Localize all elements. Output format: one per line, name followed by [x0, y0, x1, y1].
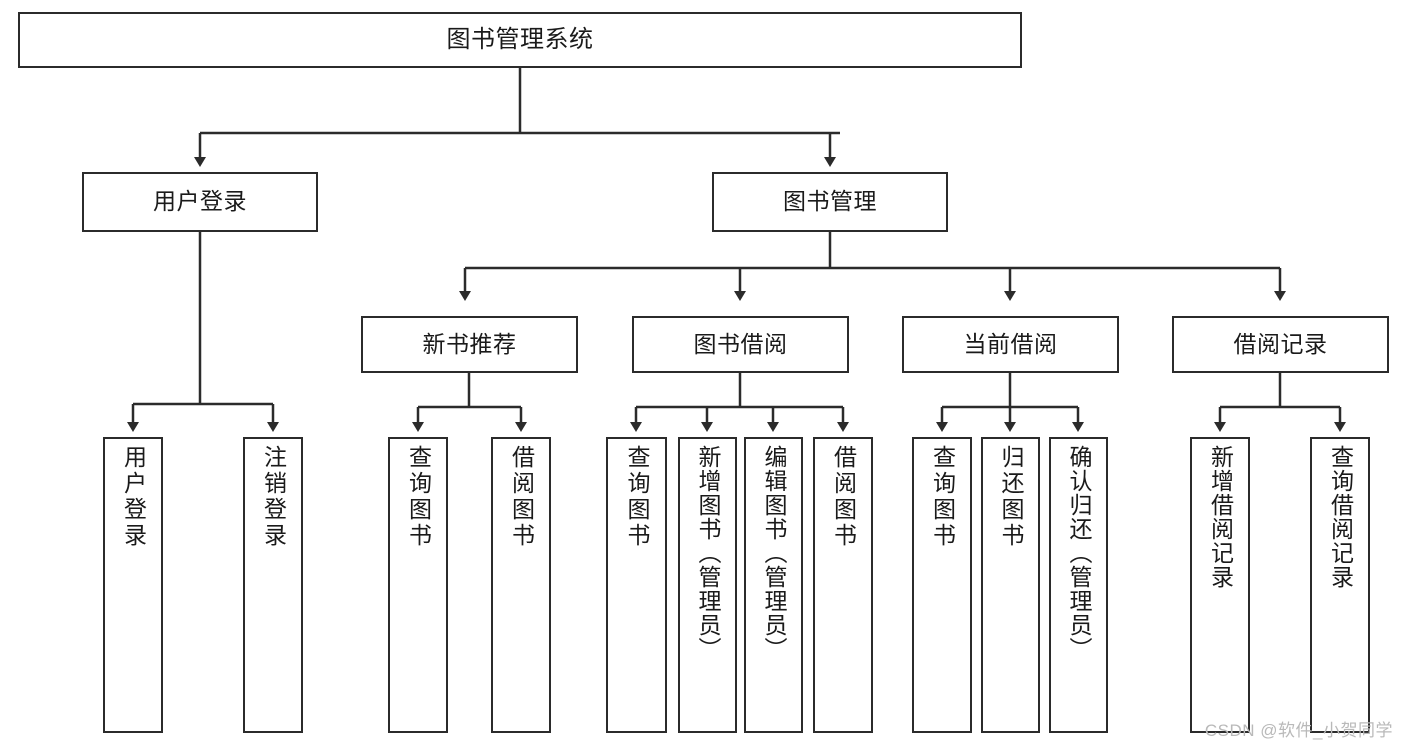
node-label: 借阅图书 [508, 445, 535, 549]
csdn-watermark: CSDN @软件_小贺同学 [1204, 721, 1393, 740]
leaf-logout-login[interactable]: 注销登录 [243, 437, 303, 733]
leaf-confirm-return-admin[interactable]: 确认归还（管理员） [1049, 437, 1108, 733]
node-label: 图书管理 [783, 188, 877, 215]
node-label: 确认归还（管理员） [1066, 445, 1092, 661]
leaf-borrow-book-recommendation[interactable]: 借阅图书 [491, 437, 551, 733]
leaf-borrow-book-borrowing[interactable]: 借阅图书 [813, 437, 873, 733]
node-label: 当前借阅 [963, 330, 1058, 357]
leaf-query-book-current[interactable]: 查询图书 [912, 437, 972, 733]
node-label: 归还图书 [998, 445, 1024, 549]
node-label: 借阅记录 [1233, 330, 1328, 357]
node-label: 查询图书 [624, 445, 650, 549]
leaf-user-login[interactable]: 用户登录 [103, 437, 163, 733]
node-label: 图书借阅 [693, 330, 788, 357]
node-label: 用户登录 [153, 188, 247, 215]
leaf-add-book-admin[interactable]: 新增图书（管理员） [678, 437, 737, 733]
node-user-login[interactable]: 用户登录 [82, 172, 318, 232]
leaf-return-book[interactable]: 归还图书 [981, 437, 1040, 733]
leaf-query-borrowing-record[interactable]: 查询借阅记录 [1310, 437, 1370, 733]
node-label: 查询图书 [405, 445, 432, 549]
node-label: 图书管理系统 [446, 25, 594, 53]
leaf-query-book-borrowing[interactable]: 查询图书 [606, 437, 667, 733]
leaf-add-borrowing-record[interactable]: 新增借阅记录 [1190, 437, 1250, 733]
node-label: 借阅图书 [830, 445, 857, 549]
node-label: 新增借阅记录 [1207, 445, 1234, 589]
node-label: 新书推荐 [422, 330, 517, 357]
node-label: 编辑图书（管理员） [761, 445, 787, 661]
node-label: 查询借阅记录 [1327, 445, 1354, 589]
node-borrowing-record[interactable]: 借阅记录 [1172, 316, 1389, 373]
node-label: 查询图书 [929, 445, 956, 549]
leaf-query-book-recommendation[interactable]: 查询图书 [388, 437, 448, 733]
node-label: 用户登录 [120, 445, 147, 549]
node-book-borrowing[interactable]: 图书借阅 [632, 316, 849, 373]
node-new-book-recommendation[interactable]: 新书推荐 [361, 316, 578, 373]
node-book-management[interactable]: 图书管理 [712, 172, 948, 232]
node-current-borrowing[interactable]: 当前借阅 [902, 316, 1119, 373]
node-label: 新增图书（管理员） [695, 445, 721, 661]
node-root-book-management-system[interactable]: 图书管理系统 [18, 12, 1022, 68]
leaf-edit-book-admin[interactable]: 编辑图书（管理员） [744, 437, 803, 733]
node-label: 注销登录 [260, 445, 287, 549]
